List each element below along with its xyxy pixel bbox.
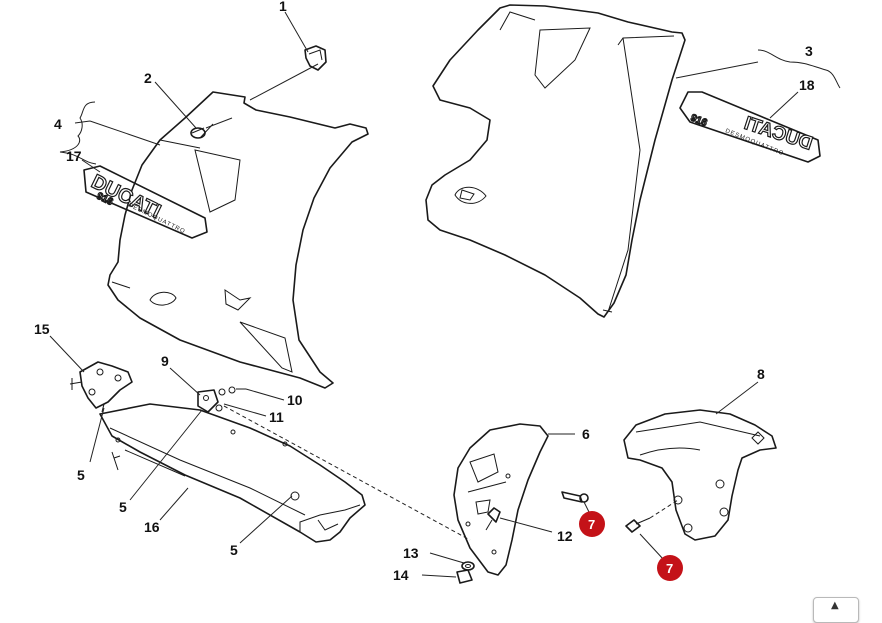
callout-8: 8 <box>757 366 765 382</box>
right-ducati-decal: DUCATI 916 DESMOQUATTRO <box>679 91 821 163</box>
callout-3: 3 <box>805 43 813 59</box>
screw-group-9-10-11 <box>197 386 246 413</box>
callout-5c: 5 <box>230 542 238 558</box>
screw-part-12 <box>485 507 501 531</box>
heat-shield-part-6 <box>453 423 549 576</box>
left-ducati-decal: DUCATI 916 DESMOQUATTRO <box>83 165 208 239</box>
callout-10: 10 <box>287 392 303 408</box>
leader-lines <box>49 11 841 578</box>
clip-part-1 <box>304 45 327 71</box>
callout-2: 2 <box>144 70 152 86</box>
hotspot-part-7-shield[interactable]: 7 <box>579 511 605 537</box>
callout-9: 9 <box>161 353 169 369</box>
lower-fairing <box>99 403 366 543</box>
callout-5a: 5 <box>77 467 85 483</box>
bolt-part-7a <box>561 491 589 503</box>
callout-13: 13 <box>403 545 419 561</box>
bolt-part-7b <box>625 517 651 533</box>
nut-part-14 <box>456 569 473 584</box>
svg-text:7: 7 <box>588 517 595 532</box>
scroll-top-button[interactable]: ▲ <box>813 597 859 623</box>
parts-exploded-diagram: DUCATI 916 DESMOQUATTRO DUCATI 916 DESMO… <box>34 0 841 584</box>
bracket-part-15 <box>69 361 133 471</box>
callout-11: 11 <box>269 409 284 425</box>
chevron-up-icon: ▲ <box>831 600 839 611</box>
callout-17: 17 <box>66 148 82 164</box>
callout-16: 16 <box>144 519 160 535</box>
callout-labels: 1 2 3 4 17 18 15 9 10 11 5 5 5 16 6 8 12… <box>34 0 815 583</box>
callout-4: 4 <box>54 116 62 132</box>
svg-text:7: 7 <box>666 561 673 576</box>
callout-1: 1 <box>279 0 287 14</box>
callout-14: 14 <box>393 567 409 583</box>
mudguard-part-8 <box>623 409 777 541</box>
right-upper-fairing <box>425 4 686 318</box>
hotspot-part-7-mudguard[interactable]: 7 <box>657 555 683 581</box>
callout-5b: 5 <box>119 499 127 515</box>
callout-12: 12 <box>557 528 573 544</box>
left-upper-fairing <box>107 91 369 389</box>
callout-15: 15 <box>34 321 50 337</box>
callout-18: 18 <box>799 77 815 93</box>
callout-6: 6 <box>582 426 590 442</box>
